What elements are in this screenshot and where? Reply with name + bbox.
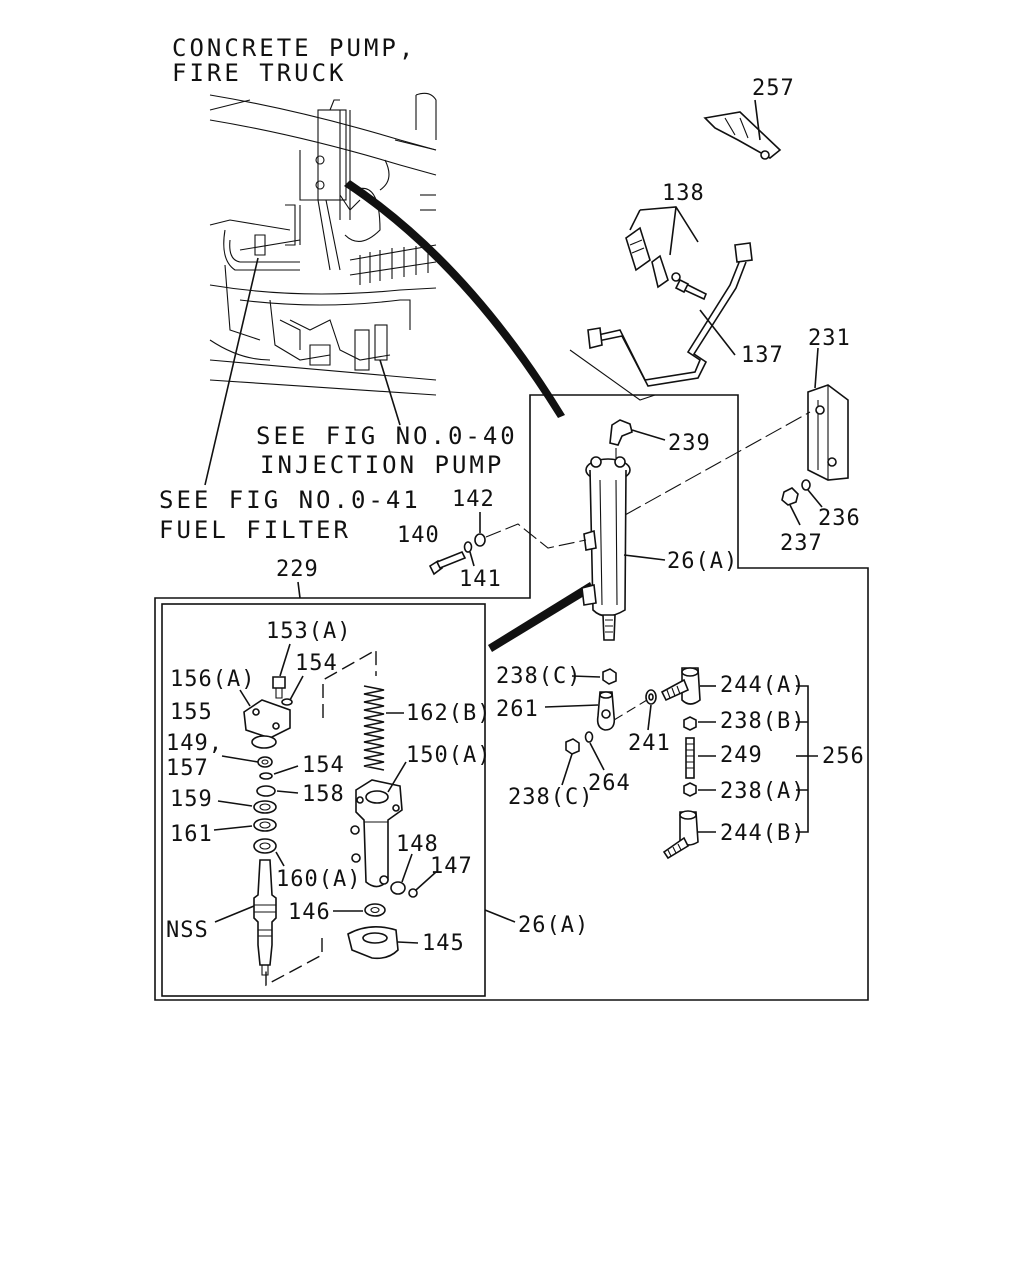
label-137: 137 [741,343,784,368]
leader-26a-bottom [484,909,516,923]
screw-153a [272,643,291,699]
label-238b: 238(B) [720,709,805,734]
label-141: 141 [459,567,502,592]
label-238a: 238(A) [720,779,805,804]
label-148: 148 [396,832,439,857]
housing-150a [350,761,407,888]
label-150a: 150(A) [406,743,491,768]
washer-154-top [281,675,304,706]
seal-158 [256,785,299,797]
nut-238c-bot-washer-264 [561,731,605,786]
nut-237-washer-236 [781,479,823,526]
label-244b: 244(B) [720,821,805,846]
label-149: 149, [166,731,223,756]
seal-160a [253,838,285,867]
nut-238b [683,716,716,731]
label-140: 140 [397,523,440,548]
label-241: 241 [628,731,671,756]
label-154-top: 154 [295,651,338,676]
label-237: 237 [780,531,823,556]
label-236: 236 [818,506,861,531]
note-concrete-pump: CONCRETE PUMP, [172,34,416,62]
label-155: 155 [170,700,213,725]
label-153a: 153(A) [266,619,351,644]
label-160a: 160(A) [276,867,361,892]
leader-injection-pump [379,359,401,426]
piston-rod-nss [214,859,277,976]
nut-238c-top [571,668,617,685]
washer-241 [645,689,657,731]
label-147: 147 [430,854,473,879]
seal-146 [333,903,386,917]
label-229: 229 [276,557,319,582]
label-257: 257 [752,76,795,101]
bracket-231 [807,347,849,481]
label-142: 142 [452,487,495,512]
spring-162b [363,685,404,771]
label-157: 157 [166,756,209,781]
note-fire-truck: FIRE TRUCK [172,59,347,87]
ball-joint-244b [662,810,716,860]
label-nss: NSS [166,918,209,943]
label-159: 159 [170,787,213,812]
label-146: 146 [288,900,331,925]
label-238c-bot: 238(C) [508,785,593,810]
label-239: 239 [668,431,711,456]
plug-148 [390,853,413,895]
note-fuel-filter: FUEL FILTER [159,516,351,544]
label-238c-top: 238(C) [496,664,581,689]
engine-sketch [209,92,437,396]
leader-229 [297,581,301,599]
label-156a: 156(A) [170,667,255,692]
label-249: 249 [720,743,763,768]
elbow-239 [609,419,666,458]
label-256: 256 [822,744,865,769]
boot-145 [347,926,419,960]
assembly-line-top [322,648,377,718]
label-158: 158 [302,782,345,807]
label-261: 261 [496,697,539,722]
label-231: 231 [808,326,851,351]
label-26a-bottom: 26(A) [518,913,589,938]
label-244a: 244(A) [720,673,805,698]
detail-arrow-inner [488,582,594,652]
label-161: 161 [170,822,213,847]
leader-fuel-filter [204,257,259,486]
note-injection-pump: INJECTION PUMP [260,451,504,479]
label-154-mid: 154 [302,753,345,778]
rod-end-261 [544,691,648,731]
nut-238a [683,782,716,797]
seal-161 [213,818,277,832]
bolt-140-washers [428,512,587,576]
label-162b: 162(B) [406,701,491,726]
label-145: 145 [422,931,465,956]
cylinder-26a [581,456,666,641]
pipe-137 [587,242,753,387]
seal-159 [217,800,277,814]
label-26a-top: 26(A) [667,549,738,574]
cover-156a [239,689,291,739]
washer-147 [408,871,437,898]
detail-arrow-top [344,180,565,418]
bracket-257 [703,99,782,160]
washer-154-mid [259,765,299,780]
plug-149 [221,755,273,768]
label-264: 264 [588,771,631,796]
label-138: 138 [662,181,705,206]
note-see-fig-041: SEE FIG NO.0-41 [159,486,421,514]
bracket-256 [796,685,818,833]
note-see-fig-040: SEE FIG NO.0-40 [256,422,518,450]
assembly-line-bottom [265,938,323,987]
oring-155 [251,735,277,749]
clip-set-138 [625,206,708,301]
stud-249 [685,737,716,779]
ball-joint-244a [660,667,716,705]
